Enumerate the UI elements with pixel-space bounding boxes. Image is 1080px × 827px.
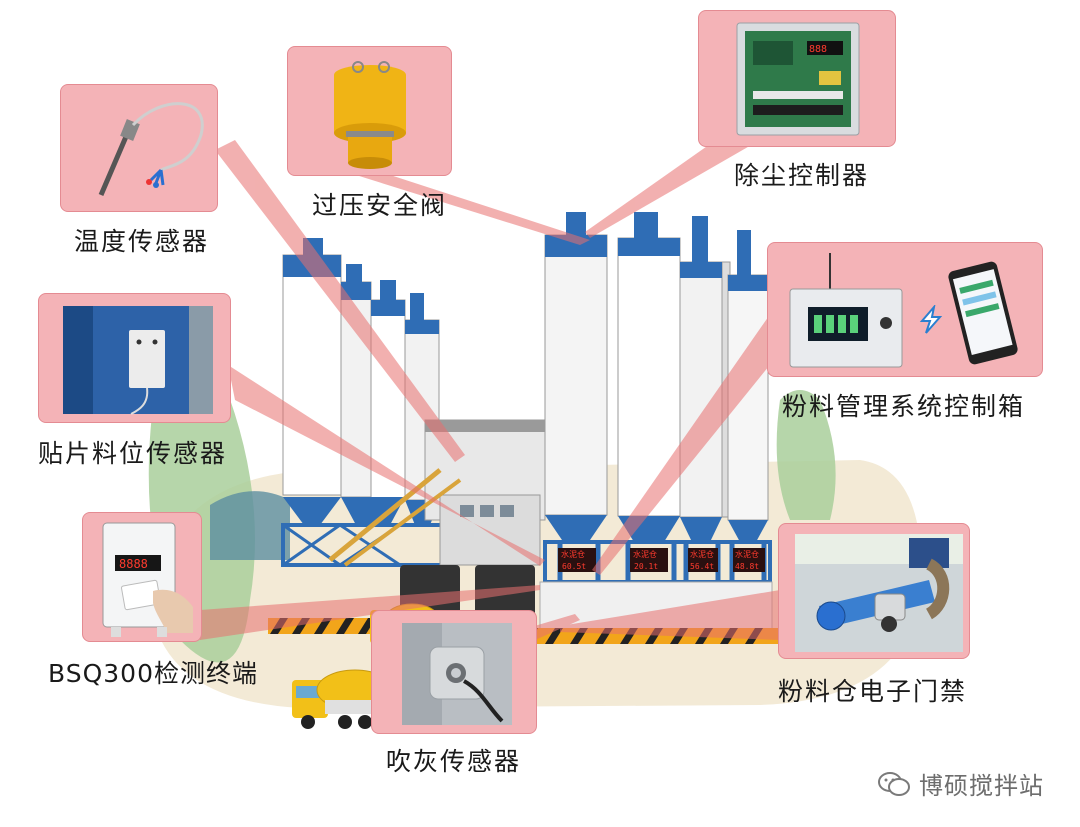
beam-temperature [215, 140, 465, 462]
control-box-icon [789, 253, 903, 368]
beam-dust [585, 130, 760, 238]
ground [150, 460, 922, 708]
hill-bg [210, 491, 290, 560]
callout-blow-ash-sensor [371, 610, 537, 734]
callout-powder-mgmt-box [767, 242, 1043, 377]
wechat-icon [878, 771, 910, 796]
silo-display-1-name: 水泥仓 [561, 549, 585, 559]
callout-dust-controller: 888 [698, 10, 896, 147]
silo-display-4-name: 水泥仓 [735, 549, 759, 559]
label-overpressure-valve: 过压安全阀 [312, 191, 448, 220]
label-powder-bin-access: 粉料仓电子门禁 [778, 677, 968, 706]
callout-patch-level-sensor [38, 293, 231, 423]
label-temperature-sensor: 温度传感器 [74, 227, 210, 256]
silo-display-4-value: 48.8t [735, 562, 759, 571]
silo-display-3: 水泥仓 56.4t [688, 548, 718, 572]
watermark-text: 博硕搅拌站 [919, 772, 1044, 800]
beam-access [560, 590, 780, 640]
mixing-building [328, 419, 546, 620]
label-powder-mgmt-box: 粉料管理系统控制箱 [782, 392, 1026, 421]
label-patch-level-sensor: 贴片料位传感器 [38, 439, 228, 468]
beam-powder-box [592, 300, 790, 575]
safety-valve-icon [334, 61, 406, 169]
callout-bsq300-terminal: 8888 [82, 512, 202, 642]
label-blow-ash-sensor: 吹灰传感器 [386, 747, 522, 776]
temperature-sensor-icon [98, 102, 204, 196]
label-dust-controller: 除尘控制器 [734, 161, 870, 190]
silo-display-2-name: 水泥仓 [633, 549, 657, 559]
terminal-display: 8888 [119, 557, 148, 571]
callout-temperature-sensor [60, 84, 218, 212]
silo-display-1-value: 60.5t [562, 562, 586, 571]
terminal-device-icon: 8888 [102, 522, 193, 637]
callout-overpressure-valve [287, 46, 452, 176]
access-valve-icon [795, 534, 963, 652]
lightning-icon [919, 305, 943, 334]
circuit-board-icon: 888 [736, 22, 860, 136]
label-bsq300-terminal: BSQ300检测终端 [48, 659, 258, 688]
blow-sensor-icon [402, 623, 512, 725]
silo-display-3-value: 56.4t [690, 562, 714, 571]
beam-patch [228, 365, 545, 566]
silo-display-2-value: 20.1t [634, 562, 658, 571]
smartphone-icon [948, 261, 1018, 365]
silo-display-3-name: 水泥仓 [690, 549, 714, 559]
level-sensor-icon [63, 306, 213, 415]
silo-display-4: 水泥仓 48.8t [733, 548, 765, 572]
silo-display-1: 水泥仓 60.5t [558, 548, 596, 572]
svg-text:888: 888 [809, 44, 827, 55]
beam-bsq [200, 585, 540, 640]
watermark: 博硕搅拌站 [877, 766, 1044, 801]
tree-right [776, 390, 836, 520]
silo-display-2: 水泥仓 20.1t [630, 548, 668, 572]
beam-valve [340, 170, 590, 245]
callout-powder-bin-access [778, 523, 970, 659]
callout-beams [200, 130, 790, 660]
